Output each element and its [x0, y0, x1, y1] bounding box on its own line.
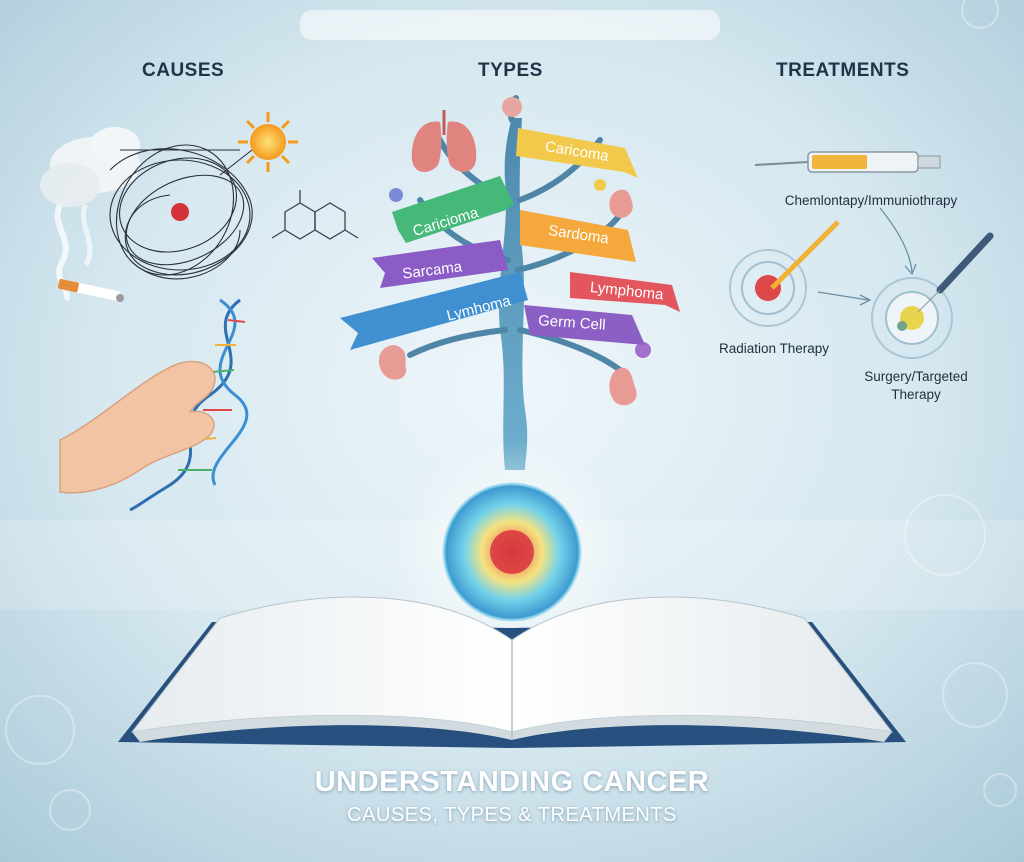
- smoke-icon: [40, 127, 140, 302]
- surgery-label-line2: Therapy: [891, 387, 941, 402]
- causes-heading: CAUSES: [142, 60, 225, 81]
- chemo-label: Chemlontapy/Immuniothrapy: [784, 193, 958, 208]
- treatments-heading: TREATMENTS: [776, 60, 910, 81]
- syringe-icon: [754, 151, 941, 173]
- surgery-label-line1: Surgery/Targeted: [864, 369, 968, 384]
- cigarette-icon: [58, 279, 124, 302]
- hand-icon: [59, 360, 216, 494]
- flow-arrows: [817, 207, 917, 306]
- ribbon-sardoma: Sardoma: [520, 210, 636, 262]
- radiation-target-icon: [729, 220, 840, 327]
- chemical-structure-icon: [271, 190, 359, 240]
- decorative-bubbles: [5, 0, 1017, 831]
- ceiling-light: [300, 10, 720, 40]
- types-heading: TYPES: [478, 60, 543, 81]
- cancer-cell-icon: [442, 482, 582, 622]
- sun-icon: [238, 112, 298, 172]
- ribbon-lymphoma: Lymphoma: [570, 272, 680, 312]
- kidney-icon: [378, 97, 651, 406]
- ribbon-sarcama: Sarcama: [372, 240, 508, 288]
- main-title: UNDERSTANDING CANCER: [314, 766, 710, 798]
- scalpel-icon: [917, 232, 994, 313]
- lung-icon: [411, 110, 477, 172]
- ribbon-label: Germ Cell: [538, 312, 607, 334]
- main-subtitle: CAUSES, TYPES & TREATMENTS: [347, 804, 677, 826]
- mutation-tangle: [109, 144, 253, 280]
- surgery-target-icon: [871, 277, 953, 359]
- radiation-label: Radiation Therapy: [718, 341, 830, 356]
- ribbon-germ-cell: Germ Cell: [524, 305, 645, 345]
- book-icon: [118, 596, 906, 748]
